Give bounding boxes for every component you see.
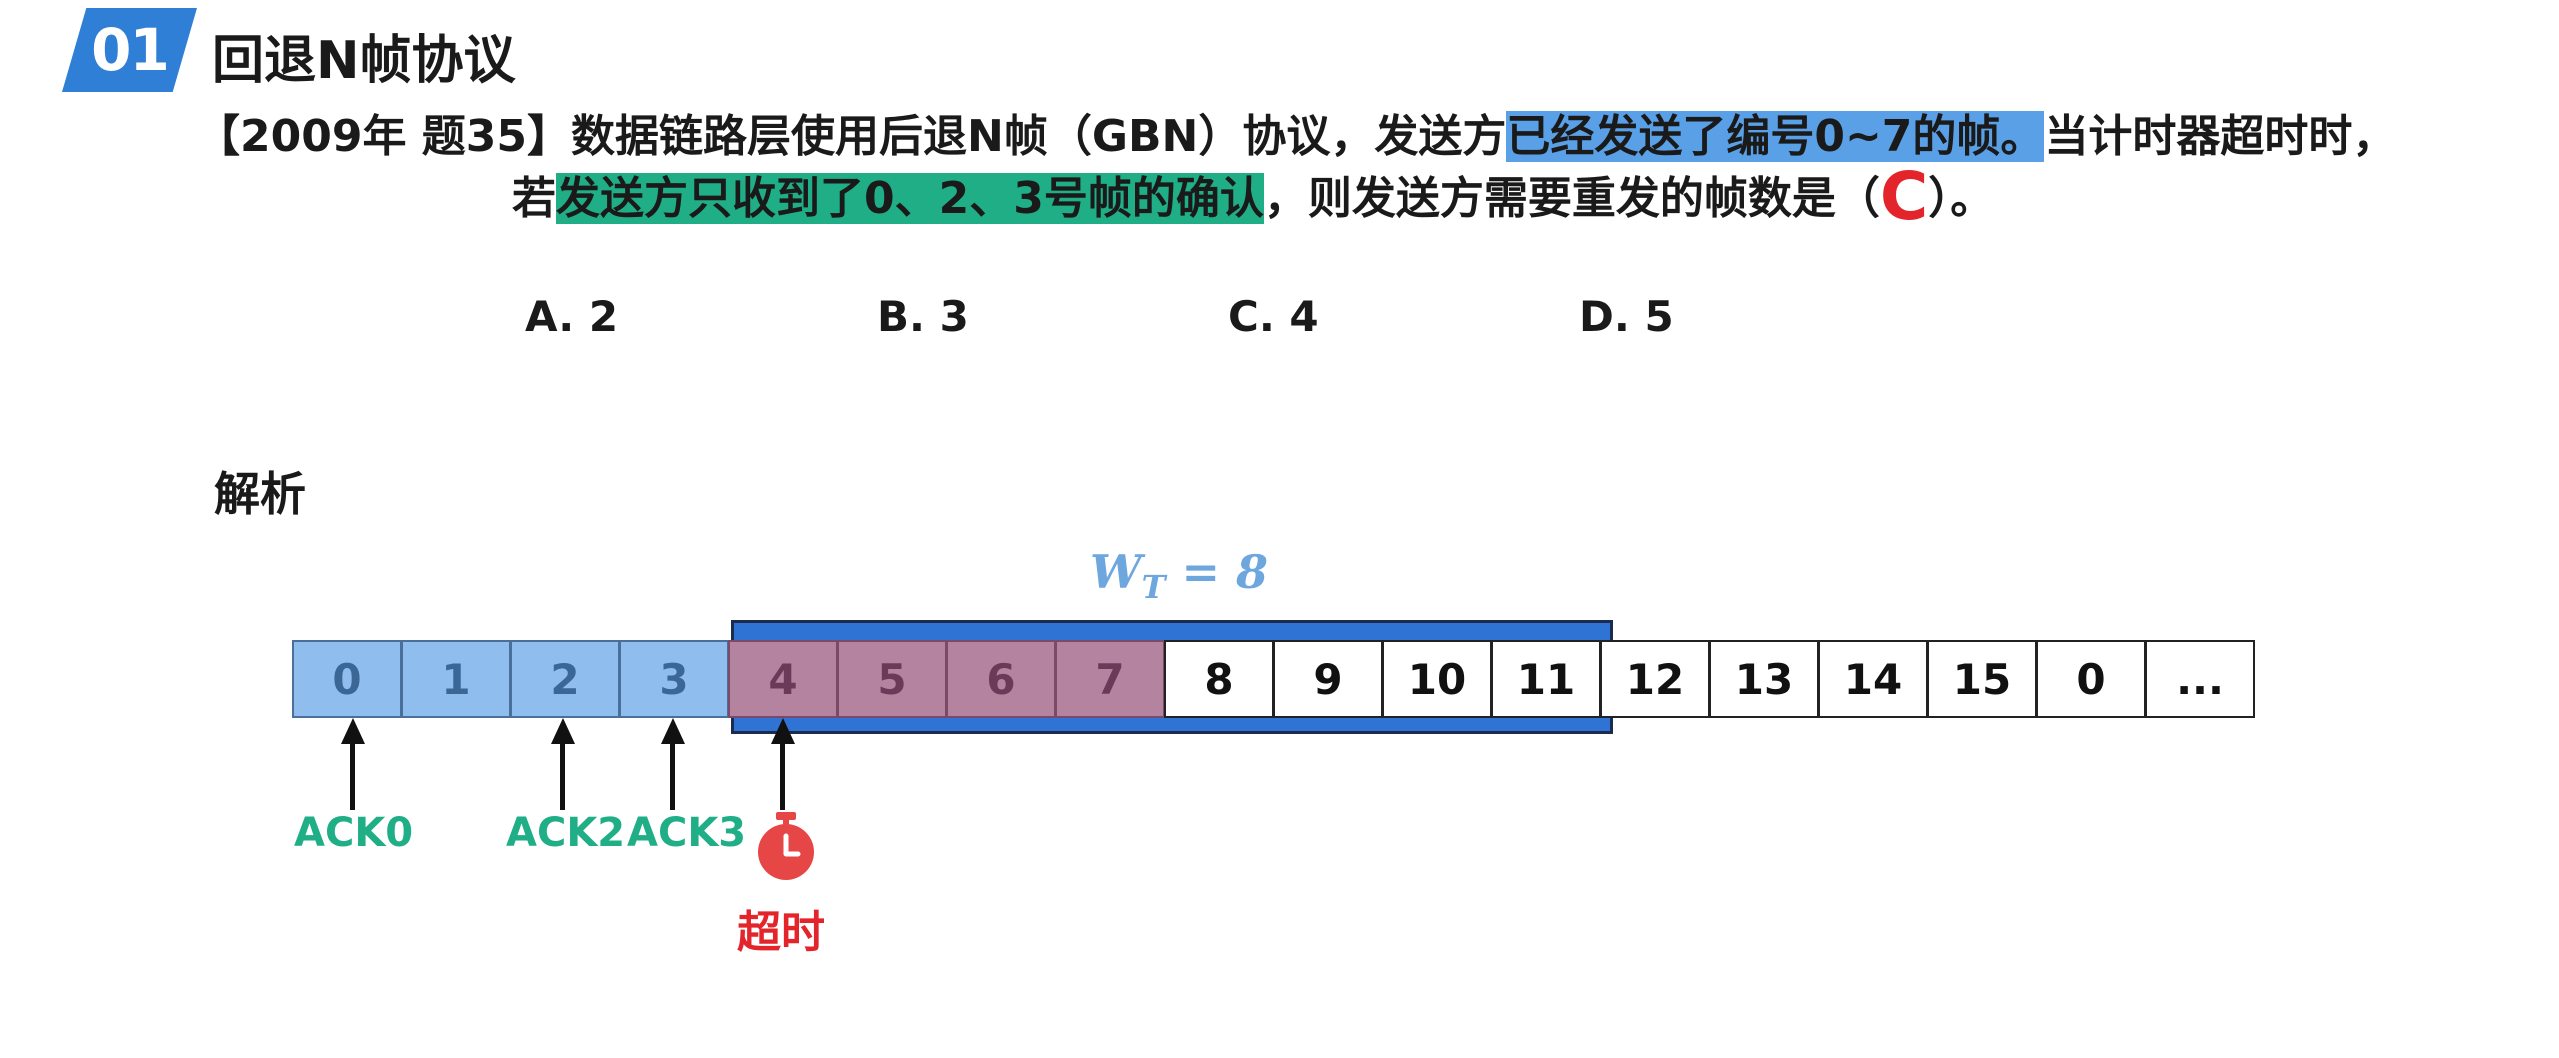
frame-cell: 0	[2036, 640, 2146, 718]
question-line-2: 若发送方只收到了0、2、3号帧的确认，则发送方需要重发的帧数是（C）。	[512, 162, 1995, 230]
option-b: B. 3	[877, 292, 969, 341]
option-c: C. 4	[1228, 292, 1319, 341]
frame-cell: 8	[1164, 640, 1274, 718]
frame-cell: 15	[1927, 640, 2037, 718]
question-line-1: 【2009年 题35】数据链路层使用后退N帧（GBN）协议，发送方已经发送了编号…	[196, 100, 2396, 164]
timeout-arrow	[771, 718, 795, 810]
frame-cell: 0	[292, 640, 402, 718]
frame-cell: 10	[1382, 640, 1492, 718]
frame-cell: 1	[401, 640, 511, 718]
timeout-label: 超时	[737, 907, 825, 958]
question-source: 【2009年 题35】	[196, 111, 572, 162]
ack0-label: ACK0	[294, 810, 414, 856]
frame-cell: 14	[1818, 640, 1928, 718]
ack2-arrow	[551, 718, 575, 810]
frame-cell: 13	[1709, 640, 1819, 718]
highlight-acked-frames: 发送方只收到了0、2、3号帧的确认	[556, 173, 1264, 224]
ack3-label: ACK3	[627, 810, 747, 856]
question-prefix: 若	[512, 173, 556, 224]
frame-cell: 5	[837, 640, 947, 718]
frame-cell: 6	[946, 640, 1056, 718]
highlight-sent-frames: 已经发送了编号0~7的帧。	[1506, 111, 2045, 162]
question-text-tail: 当计时器超时时，	[2044, 111, 2397, 162]
ack3-arrow	[661, 718, 685, 810]
frame-cell: 2	[510, 640, 620, 718]
frame-cell: ...	[2145, 640, 2255, 718]
option-d: D. 5	[1579, 292, 1674, 341]
section-title: 回退N帧协议	[212, 31, 516, 91]
frame-cell: 9	[1273, 640, 1383, 718]
question-text: 数据链路层使用后退N帧（GBN）协议，发送方	[571, 111, 1507, 162]
ack0-arrow	[341, 718, 365, 810]
frame-cell: 4	[728, 640, 838, 718]
analysis-label: 解析	[214, 467, 306, 521]
frame-cell: 7	[1055, 640, 1165, 718]
option-a: A. 2	[525, 292, 619, 341]
question-text-2: ，则发送方需要重发的帧数是（	[1263, 173, 1880, 224]
stopwatch-icon	[758, 812, 814, 880]
section-number-badge: 01	[62, 8, 197, 92]
window-size-label: WT = 8	[1090, 545, 1269, 607]
question-close: ）。	[1928, 173, 1995, 224]
ack2-label: ACK2	[506, 810, 626, 856]
frame-cell: 3	[619, 640, 729, 718]
frame-cell: 12	[1600, 640, 1710, 718]
frame-cell: 11	[1491, 640, 1601, 718]
answer-letter: C	[1879, 158, 1929, 235]
